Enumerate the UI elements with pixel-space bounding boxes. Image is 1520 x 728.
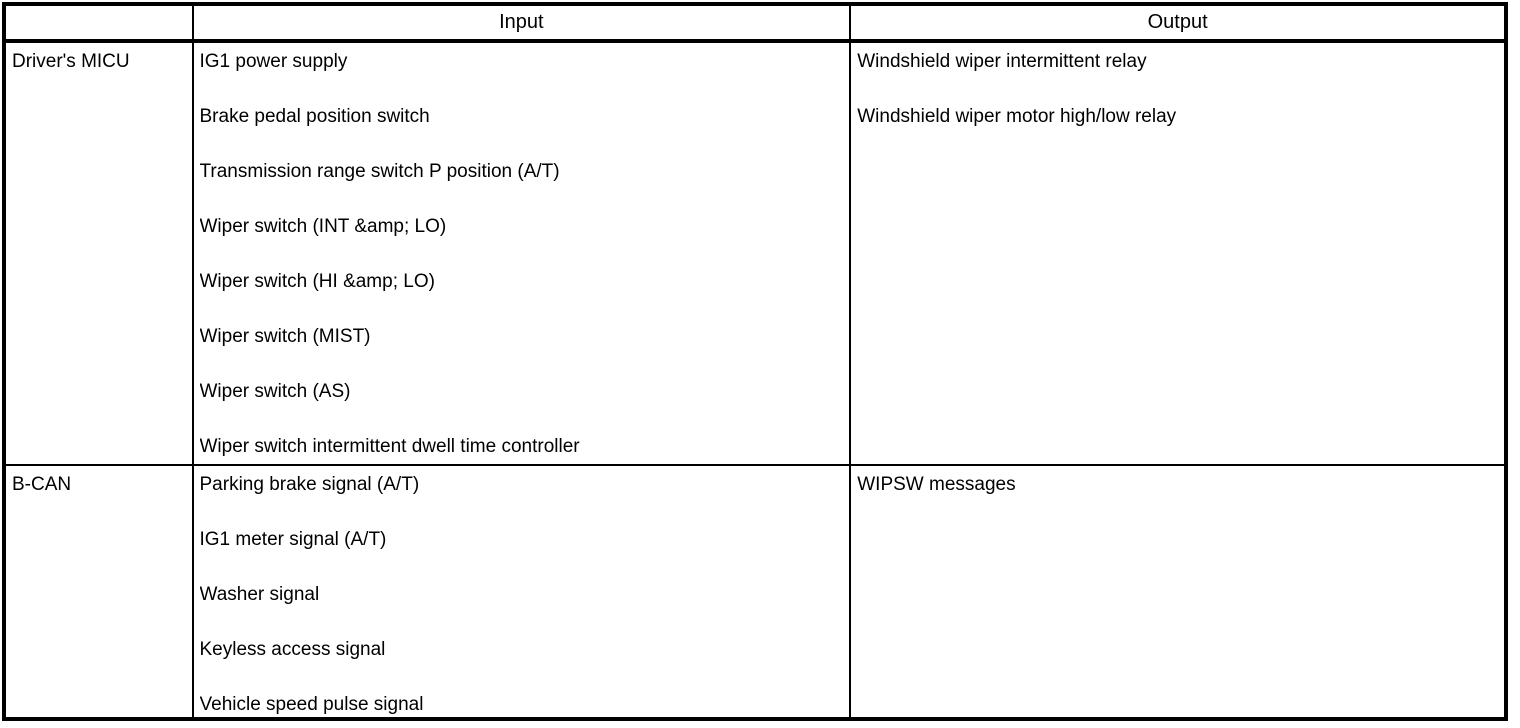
header-source	[3, 3, 194, 43]
output-cell: WIPSW messages	[849, 463, 1507, 721]
input-item: Wiper switch (MIST)	[199, 326, 371, 347]
input-item: IG1 meter signal (A/T)	[199, 528, 387, 550]
row-label: Driver's MICU	[3, 40, 194, 466]
input-item: Wiper switch (HI &amp; LO)	[199, 271, 435, 292]
table-row: B-CAN Parking brake signal (A/T) IG1 mete…	[3, 463, 1507, 721]
input-cell: Parking brake signal (A/T) IG1 meter sign…	[191, 463, 852, 721]
input-item: Wiper switch (AS)	[199, 381, 351, 402]
input-item: Keyless access signal	[199, 638, 386, 660]
input-item: Washer signal	[199, 583, 320, 605]
io-table-header: Input Output	[3, 3, 1507, 43]
output-item: Windshield wiper motor high/low relay	[857, 106, 1177, 127]
header-output: Output	[849, 3, 1507, 43]
output-item: WIPSW messages	[857, 473, 1016, 495]
input-item: Wiper switch (INT &amp; LO)	[199, 216, 447, 237]
input-item: Brake pedal position switch	[199, 106, 430, 127]
input-item: Vehicle speed pulse signal	[199, 693, 424, 715]
output-item: Windshield wiper intermittent relay	[857, 51, 1147, 72]
input-item: Parking brake signal (A/T)	[199, 473, 420, 495]
input-item: Transmission range switch P position (A/…	[199, 161, 560, 182]
input-item: IG1 power supply	[199, 51, 348, 72]
io-table: Input Output Driver's MICU IG1 power sup…	[2, 2, 1508, 721]
input-item: Wiper switch intermittent dwell time con…	[199, 436, 580, 457]
header-input: Input	[191, 3, 852, 43]
header-row: Input Output	[3, 3, 1507, 43]
row-label: B-CAN	[3, 463, 194, 721]
